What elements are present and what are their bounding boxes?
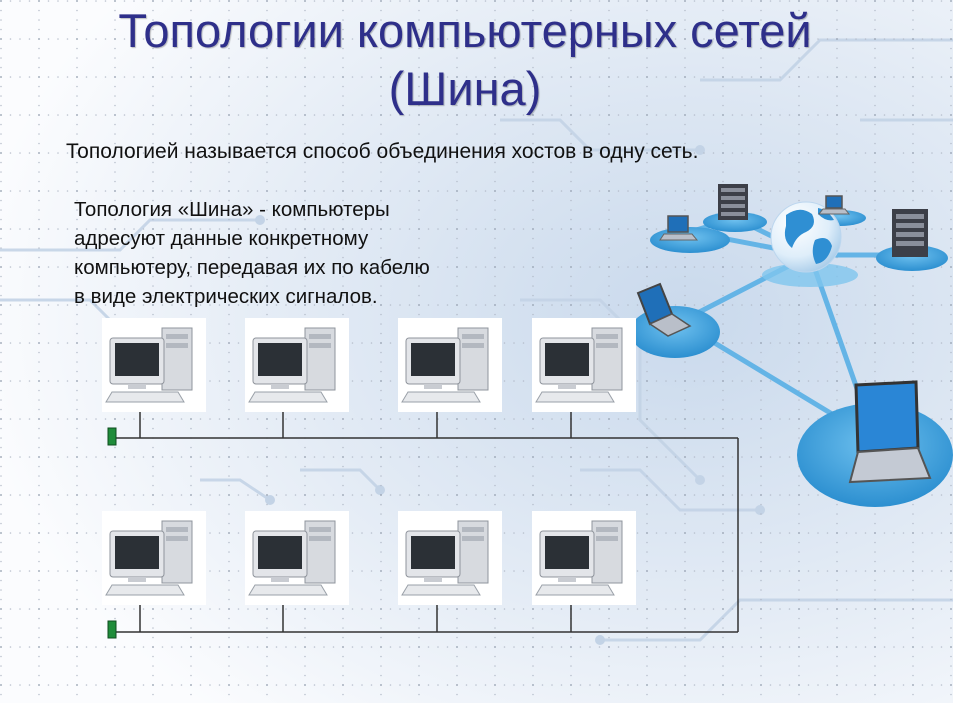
computer-graphic: [105, 520, 193, 596]
computer-graphic: [105, 327, 193, 403]
computer-graphic: [535, 327, 623, 403]
desktop-computer-icon: [245, 318, 349, 412]
desktop-computer-icon: [102, 511, 206, 605]
desktop-computer-icon: [532, 318, 636, 412]
computer-graphic: [535, 520, 623, 596]
computer-graphic: [248, 520, 336, 596]
globe-icon: [770, 201, 842, 273]
computer-graphic: [248, 327, 336, 403]
desktop-computer-icon: [245, 511, 349, 605]
title-line-2: (Шина): [388, 62, 542, 115]
laptop-icon: [848, 380, 932, 484]
desktop-computer-icon: [102, 318, 206, 412]
desktop-computer-icon: [532, 511, 636, 605]
server-tower-icon: [892, 209, 928, 257]
server-tower-icon: [718, 184, 748, 220]
laptop-icon: [659, 215, 699, 241]
computer-graphic: [401, 327, 489, 403]
title-line-1: Топологии компьютерных сетей: [118, 4, 812, 57]
bus-description-line: компьютеру, передавая их по кабелю: [74, 256, 430, 279]
page-title: Топологии компьютерных сетей (Шина): [0, 2, 930, 118]
bus-description-line: адресуют данные конкретному: [74, 227, 369, 250]
bus-terminator-icon: [107, 427, 117, 446]
desktop-computer-icon: [398, 511, 502, 605]
computer-graphic: [401, 520, 489, 596]
network-illustration: [630, 184, 953, 507]
laptop-icon: [636, 282, 692, 337]
bus-description: Топология «Шина» - компьютеры адресуют д…: [74, 195, 534, 311]
definition-text: Топологией называется способ объединения…: [66, 140, 699, 163]
bus-terminator-icon: [107, 620, 117, 639]
desktop-computer-icon: [398, 318, 502, 412]
bus-description-line: Топология «Шина» - компьютеры: [74, 198, 390, 221]
bus-description-line: в виде электрических сигналов.: [74, 285, 378, 308]
laptop-icon: [817, 195, 851, 215]
